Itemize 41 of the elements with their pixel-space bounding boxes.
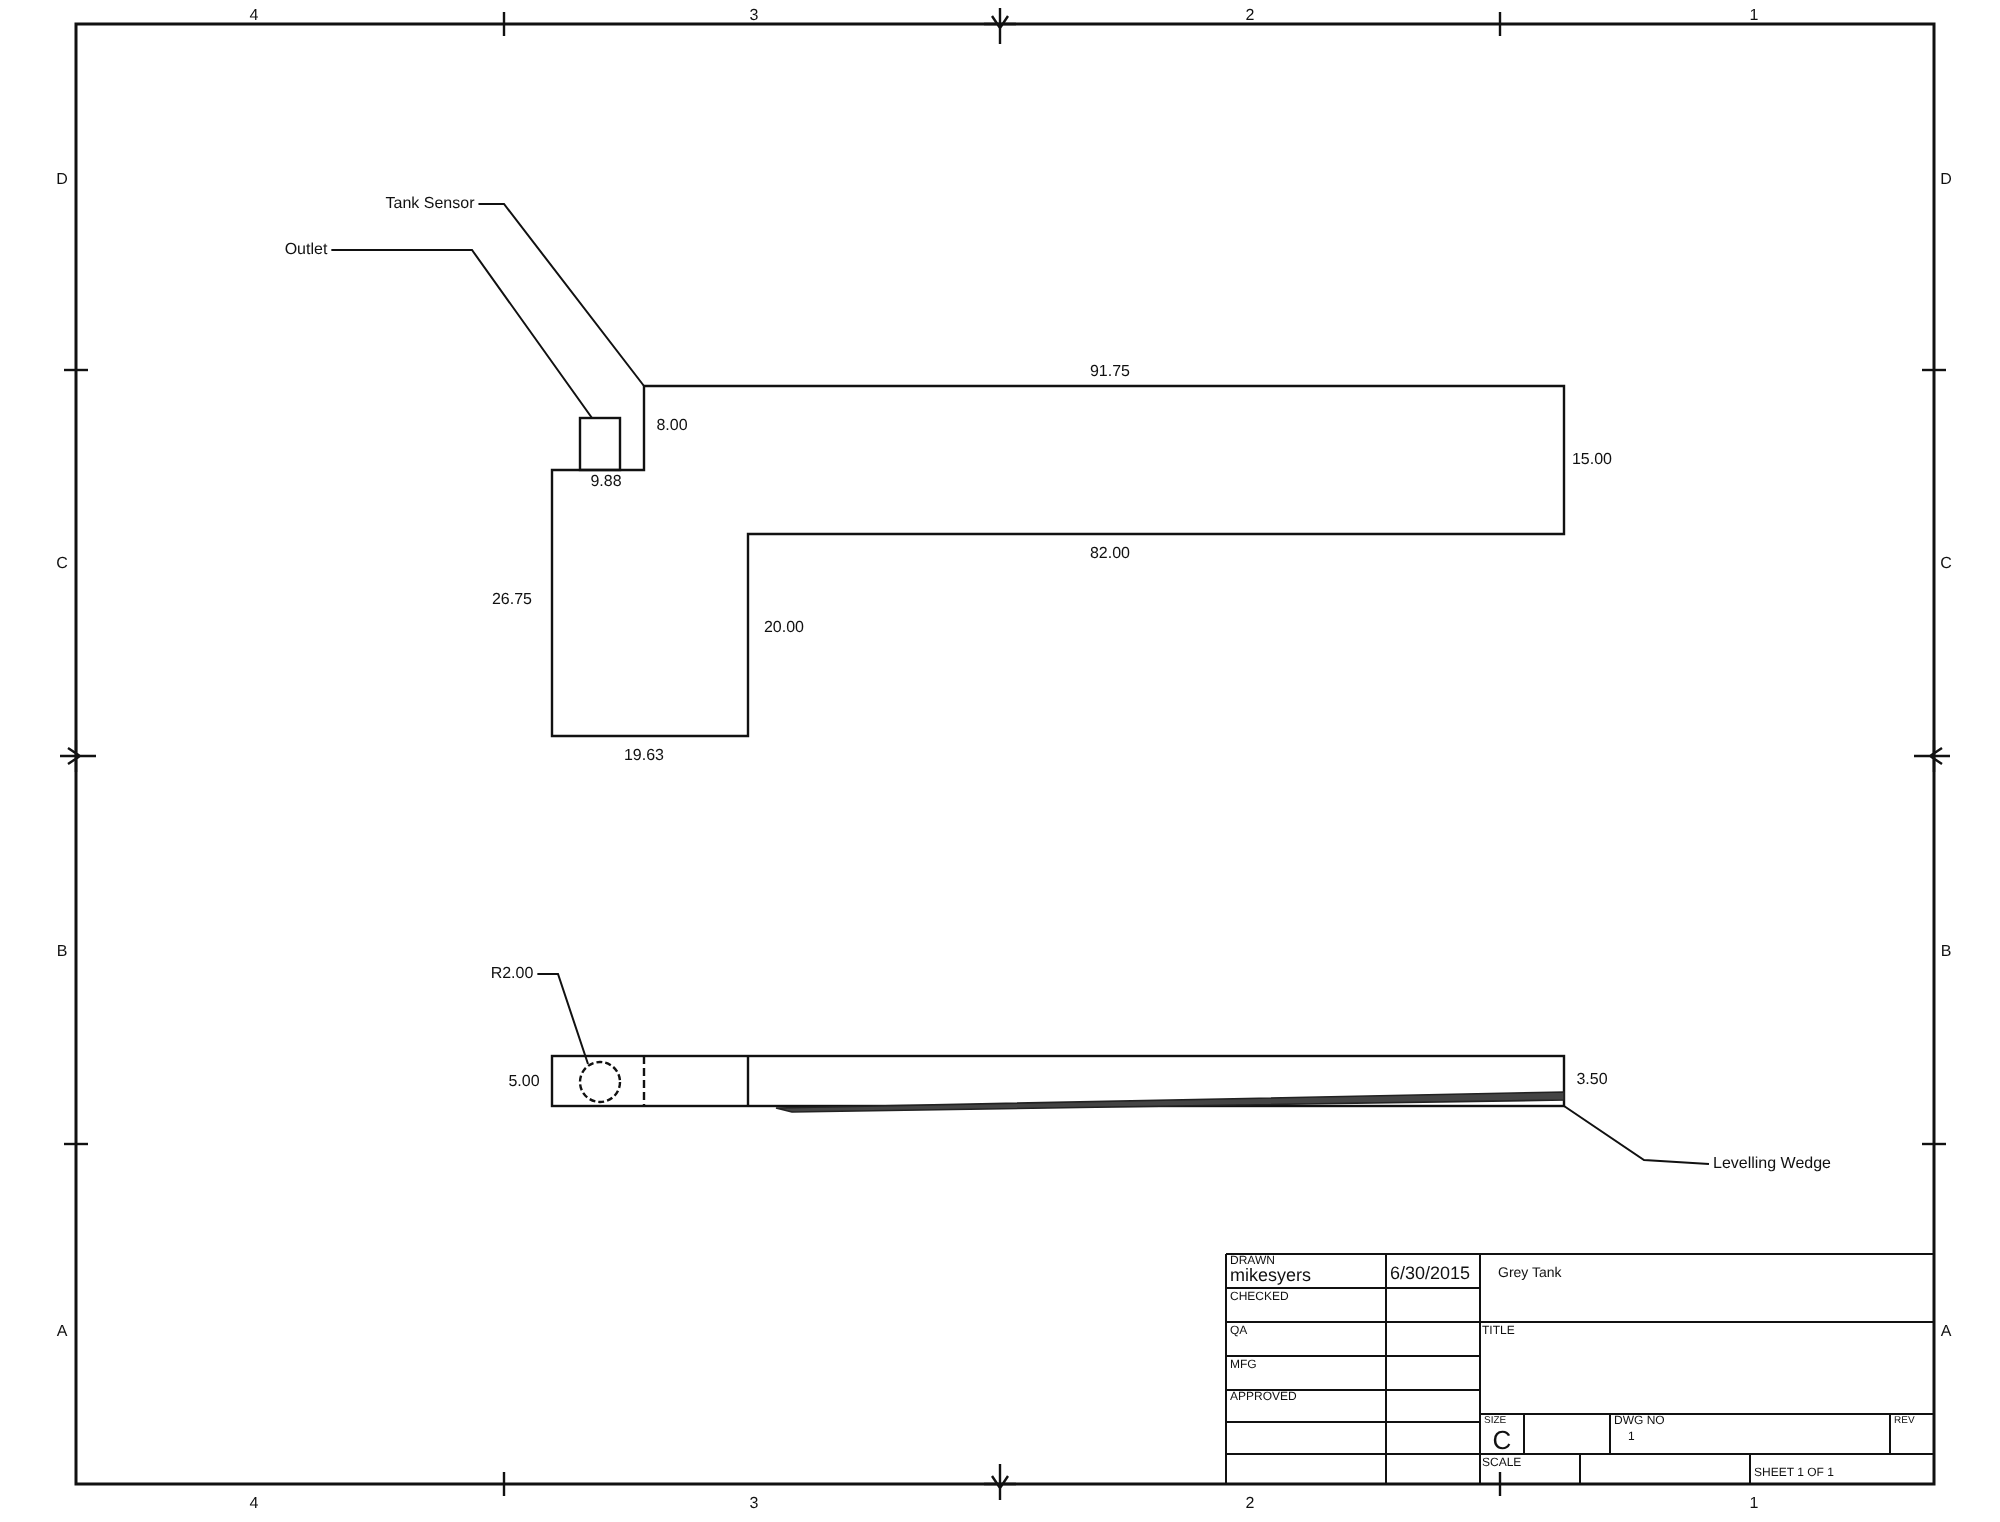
leader-line <box>536 973 589 1065</box>
zone-letter: C <box>1940 556 1952 572</box>
dimension-value: 91.75 <box>1089 364 1131 380</box>
zone-letter: D <box>1940 172 1952 188</box>
zone-letter: B <box>56 944 68 960</box>
zone-number: 2 <box>1245 8 1255 24</box>
zone-number: 1 <box>1749 1496 1759 1512</box>
size-value: C <box>1492 1427 1512 1453</box>
zone-letter: A <box>56 1324 68 1340</box>
zone-number: 2 <box>1245 1496 1255 1512</box>
dimension-value: 19.63 <box>623 748 665 764</box>
drafter-name: mikesyers <box>1230 1267 1312 1285</box>
dimension-value: 26.75 <box>491 592 533 608</box>
dimension-value: 9.88 <box>590 474 622 490</box>
dimension-value: 5.00 <box>508 1074 540 1090</box>
zone-number: 4 <box>249 1496 259 1512</box>
zone-number: 3 <box>749 1496 759 1512</box>
dimension-value: 3.50 <box>1576 1072 1608 1088</box>
leader-line <box>477 203 645 387</box>
tank-outline-drawing <box>550 384 1566 738</box>
callout-label: Outlet <box>284 242 328 258</box>
hole-circle <box>578 1060 622 1104</box>
dimension-value: 82.00 <box>1089 546 1131 562</box>
callout-label: R2.00 <box>490 966 534 982</box>
dimension-value: 20.00 <box>763 620 805 636</box>
zone-number: 4 <box>249 8 259 24</box>
callout-label: Levelling Wedge <box>1713 1156 1831 1172</box>
dimension-value: 8.00 <box>656 418 688 434</box>
zone-number: 1 <box>1749 8 1759 24</box>
date-value: 6/30/2015 <box>1390 1265 1471 1283</box>
leader-line <box>330 249 593 419</box>
levelling-wedge <box>775 1091 1565 1113</box>
zone-letter: C <box>56 556 68 572</box>
outlet-box <box>578 416 622 472</box>
zone-letter: B <box>1940 944 1952 960</box>
zone-number: 3 <box>749 8 759 24</box>
zone-letter: A <box>1940 1324 1952 1340</box>
callout-label: Tank Sensor <box>385 196 475 212</box>
dimension-value: 15.00 <box>1571 452 1613 468</box>
leader-line <box>1563 1105 1710 1165</box>
zone-letter: D <box>56 172 68 188</box>
